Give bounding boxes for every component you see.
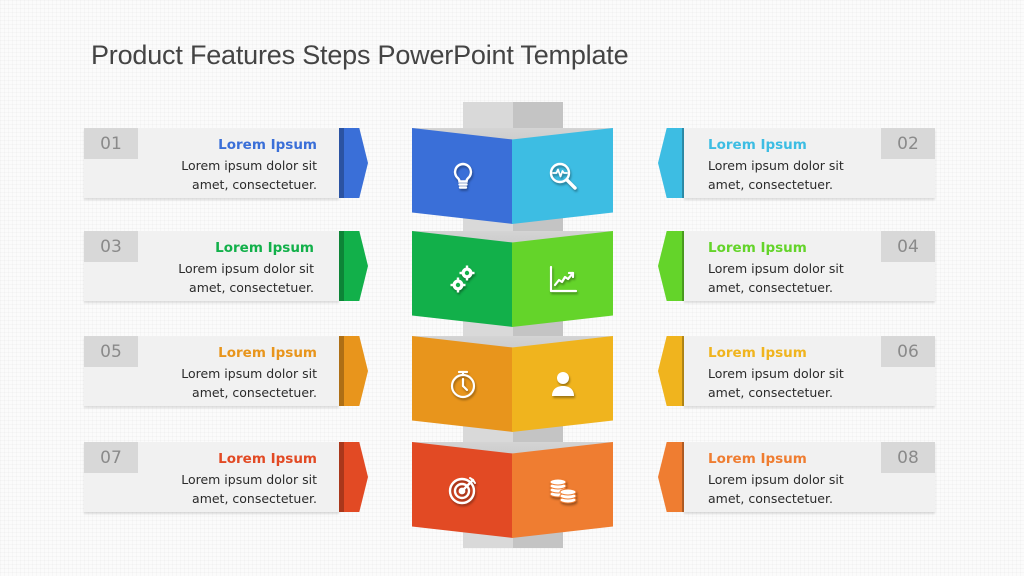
- step-number: 04: [881, 231, 935, 262]
- magnifier-pulse-icon: [549, 162, 577, 190]
- step-number: 03: [84, 231, 138, 262]
- step-heading: Lorem Ipsum: [218, 345, 317, 361]
- step-tab-03: [339, 231, 368, 301]
- step-tab-05: [339, 336, 368, 406]
- step-number: 08: [881, 442, 935, 473]
- step-heading: Lorem Ipsum: [218, 451, 317, 467]
- band-face-step-04: [512, 231, 613, 327]
- band-face-step-05: [412, 336, 513, 432]
- coins-icon: [549, 478, 576, 504]
- band-face-step-01: [412, 128, 513, 224]
- step-tab-02: [658, 128, 687, 198]
- slide-title: Product Features Steps PowerPoint Templa…: [91, 40, 629, 70]
- step-tab-08: [658, 442, 687, 512]
- band-row-1: [412, 128, 613, 224]
- band-row-3: [412, 336, 613, 432]
- step-heading: Lorem Ipsum: [708, 137, 807, 153]
- lightbulb-icon: [453, 162, 472, 189]
- step-heading: Lorem Ipsum: [218, 137, 317, 153]
- band-face-step-08: [512, 442, 613, 538]
- step-tab-06: [658, 336, 687, 406]
- step-heading: Lorem Ipsum: [708, 240, 807, 256]
- step-number: 06: [881, 336, 935, 367]
- user-icon: [551, 372, 574, 396]
- step-tab-01: [339, 128, 368, 198]
- step-number: 05: [84, 336, 138, 367]
- band-row-4: [412, 442, 613, 538]
- step-number: 02: [881, 128, 935, 159]
- gears-icon: [450, 265, 474, 293]
- line-chart-icon: [549, 265, 577, 293]
- step-number: 07: [84, 442, 138, 473]
- band-face-step-03: [412, 231, 513, 327]
- band-face-step-07: [412, 442, 513, 538]
- band-face-step-06: [512, 336, 613, 432]
- step-tab-07: [339, 442, 368, 512]
- band-face-step-02: [512, 128, 613, 224]
- target-icon: [448, 477, 476, 505]
- step-number: 01: [84, 128, 138, 159]
- step-heading: Lorem Ipsum: [708, 345, 807, 361]
- step-tab-04: [658, 231, 687, 301]
- step-heading: Lorem Ipsum: [708, 451, 807, 467]
- band-row-2: [412, 231, 613, 327]
- step-heading: Lorem Ipsum: [215, 240, 314, 256]
- stopwatch-icon: [450, 370, 475, 399]
